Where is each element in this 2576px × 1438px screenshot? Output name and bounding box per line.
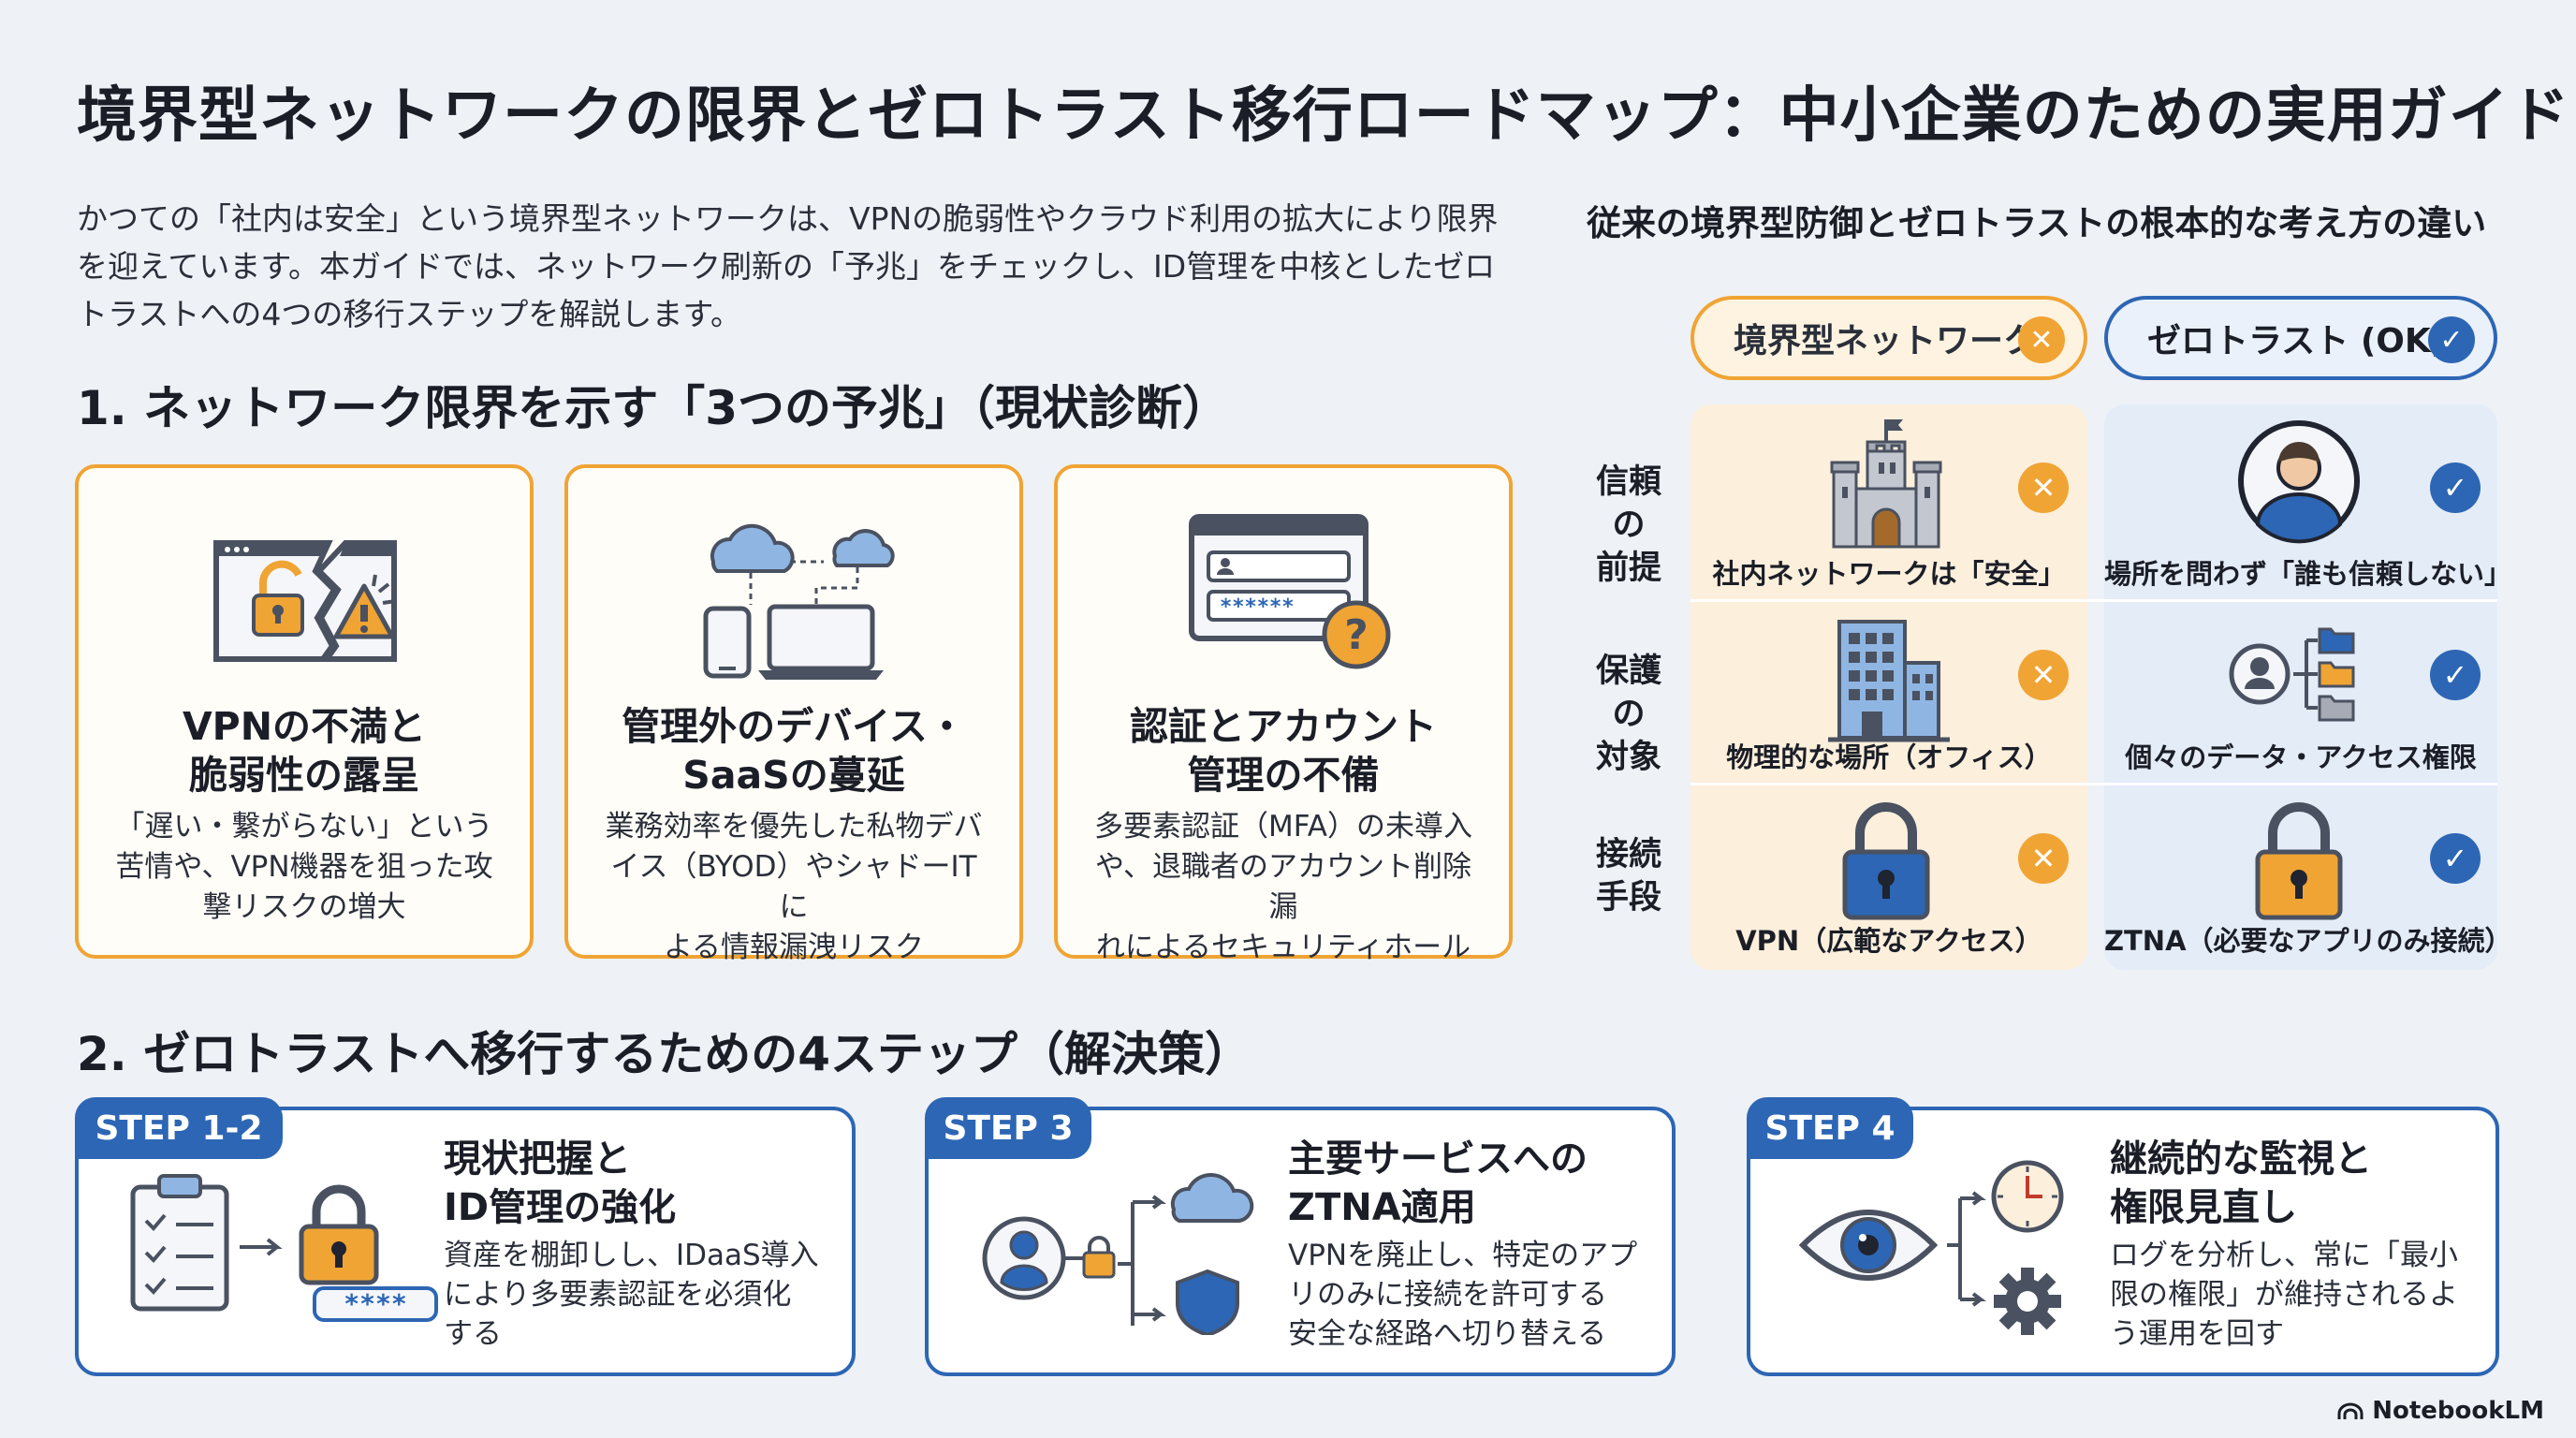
checklist-lock-icon: **** bbox=[130, 1174, 438, 1322]
symptom-card-auth: ****** ? 認証とアカウント 管理の不備 多要素認証（MFA）の未導入 や… bbox=[1054, 464, 1513, 964]
step-description: VPNを廃止し、特定のアプ リのみに接続を許可する 安全な経路へ切り替える bbox=[1288, 1239, 1638, 1351]
symptom-card-vpn: VPNの不満と 脆弱性の露呈 「遅い・繋がらない」という 苦情や、VPN機器を狙… bbox=[75, 464, 534, 959]
step-title: 主要サービスへの ZTNA適用 bbox=[1288, 1137, 1588, 1229]
perimeter-protection-text: 物理的な場所（オフィス） bbox=[1726, 741, 2052, 773]
pin-mask: **** bbox=[344, 1288, 406, 1319]
svg-text:?: ? bbox=[1344, 611, 1368, 659]
step-description: 資産を棚卸しし、IDaaS導入 により多要素認証を必須化 する bbox=[444, 1239, 819, 1351]
user-icon bbox=[2238, 420, 2360, 544]
card-title: 管理外のデバイス・ SaaSの蔓延 bbox=[622, 704, 966, 798]
step-title: 継続的な監視と 権限見直し bbox=[2110, 1137, 2372, 1229]
perimeter-trust-text: 社内ネットワークは「安全」 bbox=[1712, 558, 2066, 590]
intro-text: かつての「社内は安全」という境界型ネットワークは、VPNの脆弱性やクラウド利用の… bbox=[77, 195, 1518, 338]
step-tag-3: STEP 3 bbox=[925, 1097, 1091, 1159]
symptom-card-devices: 管理外のデバイス・ SaaSの蔓延 業務効率を優先した私物デバ イス（BYOD）… bbox=[564, 464, 1023, 964]
row-divider bbox=[1690, 599, 2497, 602]
eye-clock-gear-icon bbox=[1798, 1160, 2064, 1335]
step-tag-1-2: STEP 1-2 bbox=[75, 1097, 283, 1159]
castle-icon bbox=[1830, 419, 1942, 549]
user-ztna-cloud-shield-icon bbox=[982, 1172, 1254, 1335]
x-mark-icon: ✕ bbox=[2018, 833, 2069, 884]
step-card-1-2: **** 現状把握と ID管理の強化 資産を棚卸しし、IDaaS導入 により多要… bbox=[75, 1107, 856, 1376]
user-data-access-icon bbox=[2229, 627, 2355, 722]
section1-title: 1. ネットワーク限界を示す「3つの予兆」（現状診断） bbox=[77, 381, 1229, 435]
blue-lock-icon bbox=[1842, 802, 1930, 920]
row-label-connection: 接続 手段 bbox=[1595, 836, 1661, 917]
zero-trust-label: ゼロトラスト (OK) bbox=[2147, 322, 2447, 360]
perimeter-network-pill: 境界型ネットワーク ✕ bbox=[1690, 296, 2087, 380]
login-form-question-icon: ****** ? bbox=[1189, 514, 1391, 669]
broken-browser-lock-warning-icon bbox=[213, 540, 397, 662]
page-title: 境界型ネットワークの限界とゼロトラスト移行ロードマップ：中小企業のための実用ガイ… bbox=[77, 81, 2570, 151]
row-divider bbox=[1690, 783, 2497, 785]
check-mark-icon: ✓ bbox=[2430, 833, 2481, 884]
password-mask: ****** bbox=[1220, 595, 1294, 619]
perimeter-network-label: 境界型ネットワーク bbox=[1734, 322, 2038, 360]
intro-line-3: トラストへの4つの移行ステップを解説します。 bbox=[77, 296, 742, 332]
brand-label: NotebookLM bbox=[2372, 1397, 2544, 1425]
zero-trust-pill: ゼロトラスト (OK) ✓ bbox=[2104, 296, 2497, 380]
check-mark-icon: ✓ bbox=[2430, 462, 2481, 513]
intro-line-1: かつての「社内は安全」という境界型ネットワークは、VPNの脆弱性やクラウド利用の… bbox=[77, 200, 1499, 237]
comparison-title: 従来の境界型防御とゼロトラストの根本的な考え方の違い bbox=[1587, 203, 2487, 243]
office-building-icon bbox=[1828, 620, 1950, 742]
card-title: 認証とアカウント 管理の不備 bbox=[1130, 704, 1437, 798]
check-mark-icon: ✓ bbox=[2428, 316, 2475, 363]
zero-trust-connection-text: ZTNA（必要なアプリのみ接続） bbox=[2104, 925, 2512, 957]
perimeter-connection-text: VPN（広範なアクセス） bbox=[1735, 925, 2042, 957]
x-mark-icon: ✕ bbox=[2018, 316, 2065, 363]
card-description: 多要素認証（MFA）の未導入 や、退職者のアカウント削除漏 れによるセキュリティ… bbox=[1094, 810, 1472, 964]
card-description: 「遅い・繋がらない」という 苦情や、VPN機器を狙った攻 撃リスクの増大 bbox=[115, 810, 493, 924]
x-mark-icon: ✕ bbox=[2018, 462, 2069, 513]
cloud-devices-icon bbox=[703, 523, 895, 680]
x-mark-icon: ✕ bbox=[2018, 650, 2069, 700]
notebooklm-logo-icon bbox=[2337, 1402, 2364, 1419]
section2-title: 2. ゼロトラストへ移行するための4ステップ（解決策） bbox=[77, 1027, 1251, 1081]
orange-lock-icon bbox=[2255, 802, 2343, 920]
notebooklm-brand: NotebookLM bbox=[2336, 1397, 2544, 1425]
step-title: 現状把握と ID管理の強化 bbox=[444, 1137, 677, 1229]
zero-trust-trust-text: 場所を問わず「誰も信頼しない」 bbox=[2104, 558, 2512, 590]
card-title: VPNの不満と 脆弱性の露呈 bbox=[182, 704, 427, 798]
card-description: 業務効率を優先した私物デバ イス（BYOD）やシャドーITに よる情報漏洩リスク bbox=[605, 810, 983, 964]
row-label-protection: 保護の 対象 bbox=[1595, 653, 1661, 776]
step-description: ログを分析し、常に「最小 限の権限」が維持されるよ う運用を回す bbox=[2110, 1239, 2458, 1351]
check-mark-icon: ✓ bbox=[2430, 650, 2481, 700]
zero-trust-protection-text: 個々のデータ・アクセス権限 bbox=[2125, 741, 2477, 773]
intro-line-2: を迎えています。本ガイドでは、ネットワーク刷新の「予兆」をチェックし、ID管理を… bbox=[77, 248, 1496, 285]
row-label-trust: 信頼の 前提 bbox=[1595, 463, 1661, 587]
step-tag-4: STEP 4 bbox=[1747, 1097, 1913, 1159]
